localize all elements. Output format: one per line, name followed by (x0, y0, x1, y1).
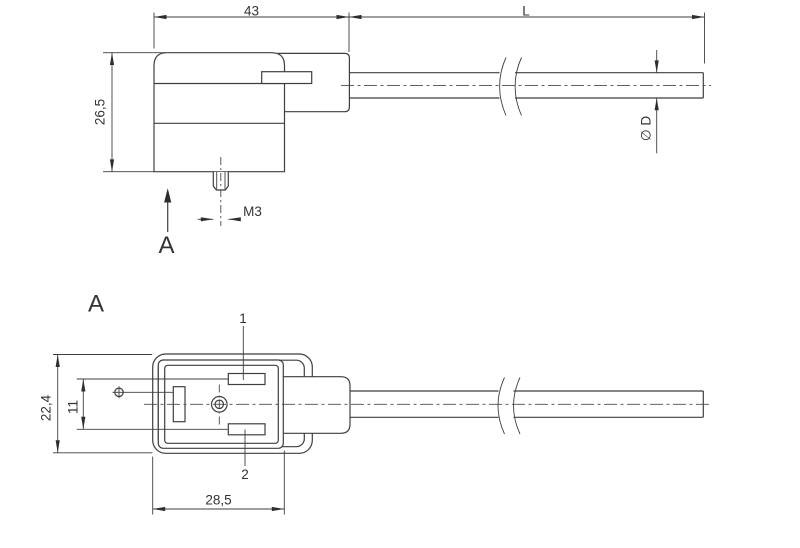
break-line (514, 57, 522, 116)
dim-height-22-4: 22,4 (39, 354, 153, 454)
arrowhead (692, 14, 705, 20)
break-line (499, 57, 507, 116)
dim-28-5-label: 28,5 (205, 493, 231, 508)
arrowhead (109, 159, 115, 172)
dim-11-label: 11 (66, 400, 81, 414)
cable-side (341, 57, 711, 116)
arrowhead (55, 354, 60, 367)
pin-2-slot (227, 423, 266, 436)
connector-body-side (153, 52, 350, 173)
arrowhead (164, 188, 172, 203)
pin-2-label: 2 (241, 467, 249, 482)
dim-43-label: 43 (244, 4, 259, 19)
arrowhead (109, 52, 115, 65)
dim-body-width-43: 43 (153, 4, 350, 52)
dim-width-28-5: 28,5 (152, 450, 285, 515)
dim-cable-diameter: ∅ D (639, 50, 659, 154)
front-view: A (39, 291, 711, 515)
dim-body-height-26-5: 26,5 (93, 52, 166, 173)
arrowhead (81, 379, 86, 392)
dim-diameter-label: ∅ D (639, 116, 654, 142)
arrowhead (55, 440, 60, 453)
cable-gland-side (277, 52, 350, 113)
arrowhead (336, 14, 349, 20)
arrowhead (349, 14, 362, 20)
break-line (497, 377, 505, 435)
ground-symbol (112, 386, 174, 399)
arrowhead (152, 506, 166, 512)
arrowhead (200, 217, 214, 222)
dim-thread-m3: M3 (197, 204, 262, 222)
dim-22-4-label: 22,4 (39, 394, 54, 421)
arrowhead (654, 60, 659, 73)
detail-view-title: A (88, 291, 104, 318)
clamp-tab (261, 71, 313, 85)
dim-26-5-label: 26,5 (93, 99, 108, 125)
cable-gland-front (279, 376, 351, 434)
dim-L-label: L (522, 4, 530, 19)
view-direction-arrow: A (158, 188, 175, 259)
arrowhead (228, 217, 241, 222)
cable-front (350, 377, 704, 435)
contacts (144, 372, 711, 436)
arrowhead (271, 506, 285, 512)
dim-m3-label: M3 (243, 204, 262, 219)
break-line (513, 377, 521, 435)
view-arrow-label: A (158, 232, 174, 259)
arrowhead (81, 416, 86, 430)
dim-cable-length-L: L (349, 4, 705, 64)
arrowhead (654, 98, 659, 111)
side-view: 43 L 26,5 (93, 4, 711, 259)
housing-outline-side (153, 52, 286, 173)
dim-pin-spacing-11: 11 (66, 378, 228, 430)
pin-labels: 1 2 (239, 311, 249, 482)
pin-1-slot (227, 372, 266, 386)
m3-stud (212, 157, 229, 226)
arrowhead (154, 14, 167, 20)
pin-1-label: 1 (239, 311, 247, 326)
